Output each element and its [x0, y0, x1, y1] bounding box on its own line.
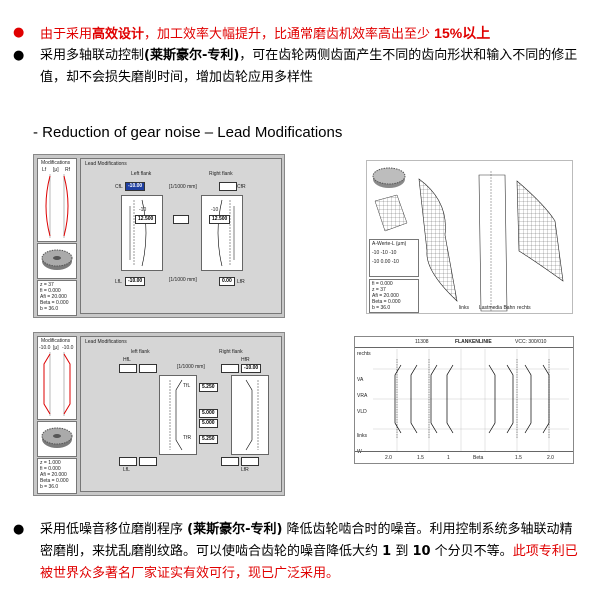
field-right-crown[interactable]: 12.500 — [209, 215, 231, 224]
field-mid2[interactable]: 5.000 — [199, 419, 218, 428]
lead-profile-mini — [43, 352, 71, 416]
field-mid1[interactable]: 5.000 — [199, 409, 218, 418]
legend-box: A-Werte-L (μm) -10 -10 -10 -10 0.00 -10 — [369, 239, 419, 277]
flank-surface-graphic — [372, 167, 564, 312]
params-box: fi = 0.000 z = 37 Afi = 20.000 Beta = 0.… — [369, 279, 419, 313]
field-hfr2[interactable]: -10.00 — [241, 364, 262, 373]
lead-profile-mini — [45, 174, 69, 238]
field-cfl[interactable]: -10.00 — [125, 182, 146, 191]
field-mid[interactable] — [173, 215, 189, 224]
bullet-dot-icon: ● — [13, 522, 25, 537]
left-flank-diagram — [159, 375, 197, 455]
lead-mod-panel: Lead Modifications Left flank Right flan… — [80, 158, 282, 314]
field-tfl[interactable]: 5.250 — [199, 383, 218, 392]
gear-image-icon — [37, 243, 77, 279]
field-lfl[interactable]: -10.00 — [125, 277, 146, 286]
field-lfr[interactable]: 0.00 — [219, 277, 235, 286]
field-tfr[interactable]: 5.250 — [199, 435, 218, 444]
modification-sidebar: Modifications Lf [μ] Rf — [37, 158, 77, 242]
x-axis: 2.0 1.5 1 Beta 1.5 2.0 — [355, 451, 573, 463]
field-lfl2[interactable] — [139, 457, 157, 466]
field-lfr[interactable] — [221, 457, 239, 466]
gear-image-icon — [37, 421, 77, 457]
bullet-dot-icon: ● — [13, 48, 25, 63]
bottom-right-lead-chart: 11308 FLANKENLINIE VCC: 300/010 rechts V… — [354, 336, 574, 464]
top-left-screenshot: Modifications Lf [μ] Rf z = 37 fi = 0.00… — [33, 154, 285, 318]
modification-sidebar: Modifications -10.0 [μ] -10.0 — [37, 336, 77, 420]
top-right-surface-plot: A-Werte-L (μm) -10 -10 -10 -10 0.00 -10 … — [366, 160, 573, 314]
field-hfl2[interactable] — [139, 364, 157, 373]
bullet-efficiency: ● 由于采用高效设计，加工效率大幅提升，比通常磨齿机效率高出至少 15%以上 — [13, 22, 490, 46]
bullet-dot-icon: ● — [13, 25, 25, 40]
field-left-crown[interactable]: 12.500 — [135, 215, 157, 224]
field-hfl[interactable] — [119, 364, 137, 373]
lead-mod-panel: Lead Modifications left flank Right flan… — [80, 336, 282, 492]
field-lfr2[interactable] — [241, 457, 259, 466]
field-cfr[interactable] — [219, 182, 237, 191]
chart-header: 11308 FLANKENLINIE VCC: 300/010 — [355, 337, 573, 348]
lead-trace-graphic — [373, 349, 569, 451]
bullet-low-noise: ● 采用低噪音移位磨削程序 (莱斯豪尔-专利) 降低齿轮啮合时的噪音。利用控制系… — [13, 519, 580, 585]
params-box: z = 37 fi = 0.000 Afi = 20.000 Beta = 0.… — [37, 280, 77, 316]
field-hfr[interactable] — [221, 364, 239, 373]
right-flank-diagram — [231, 375, 269, 455]
bullet-multi-axis: ● 采用多轴联动控制(莱斯豪尔-专利)，可在齿轮两侧齿面产生不同的齿向形状和输入… — [13, 45, 580, 89]
field-lfl[interactable] — [119, 457, 137, 466]
section-title: - Reduction of gear noise – Lead Modific… — [33, 124, 343, 141]
bottom-left-screenshot: Modifications -10.0 [μ] -10.0 z = 1.000 … — [33, 332, 285, 496]
left-flank-diagram — [121, 195, 163, 271]
params-box: z = 1.000 fi = 0.000 Afi = 20.000 Beta =… — [37, 458, 77, 494]
right-flank-diagram — [201, 195, 243, 271]
